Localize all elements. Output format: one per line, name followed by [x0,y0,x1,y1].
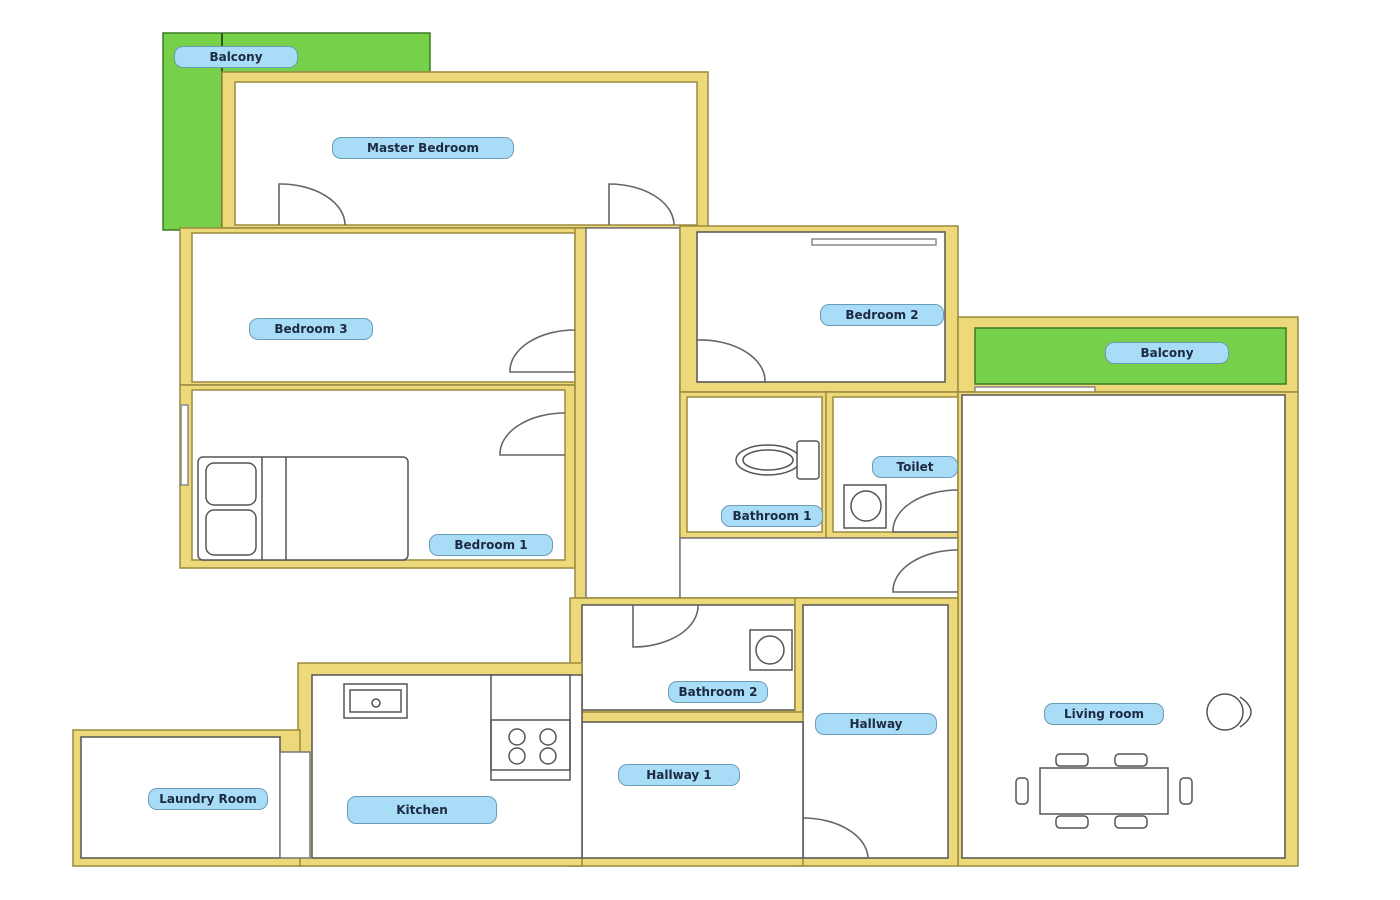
stove-icon [490,674,571,781]
dining-table-icon [1015,753,1193,829]
label-bedroom-1: Bedroom 1 [429,534,553,556]
bed-icon [197,456,409,561]
label-master-bedroom: Master Bedroom [332,137,514,159]
toilet-fixture-icon [735,440,820,480]
label-balcony-top: Balcony [174,46,298,68]
armchair-icon [1206,693,1252,731]
label-living-room: Living room [1044,703,1164,725]
label-hallway-1: Hallway 1 [618,764,740,786]
label-bathroom-1: Bathroom 1 [721,505,823,527]
sink-icon [343,484,887,719]
label-hallway: Hallway [815,713,937,735]
label-bedroom-3: Bedroom 3 [249,318,373,340]
label-balcony-right: Balcony [1105,342,1229,364]
door-icons [278,183,959,859]
label-bathroom-2: Bathroom 2 [668,681,768,703]
label-toilet: Toilet [872,456,958,478]
label-laundry-room: Laundry Room [148,788,268,810]
label-bedroom-2: Bedroom 2 [820,304,944,326]
label-kitchen: Kitchen [347,796,497,824]
